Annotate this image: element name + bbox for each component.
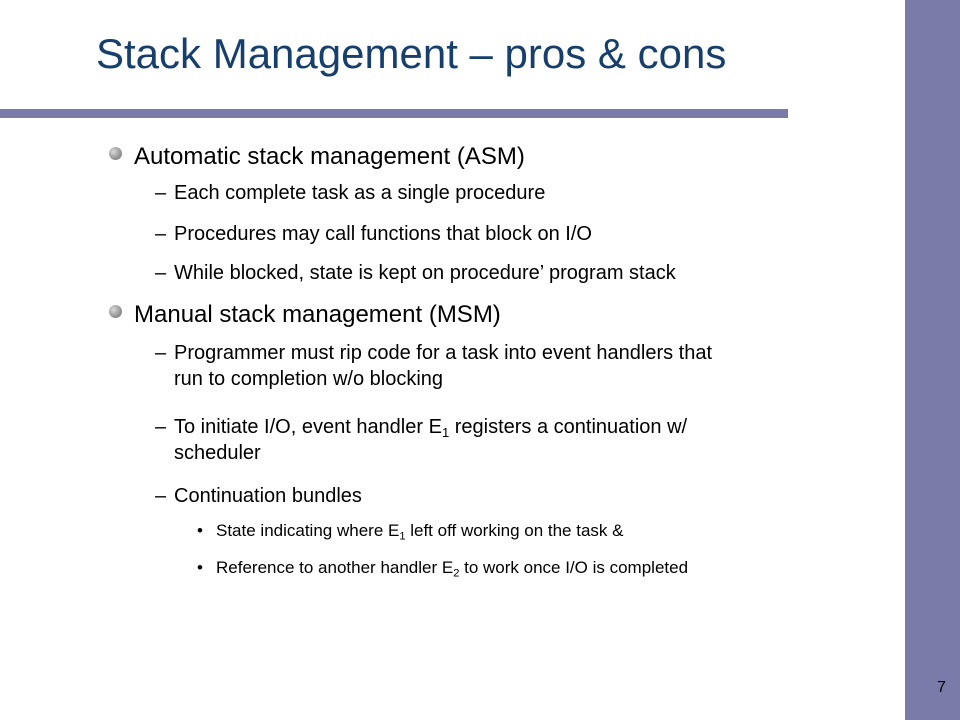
subscript: 2 bbox=[453, 567, 460, 580]
dash-marker: – bbox=[155, 223, 167, 245]
subscript: 1 bbox=[441, 424, 450, 440]
slide-title: Stack Management – pros & cons bbox=[96, 30, 727, 77]
asm-subitem-2: Procedures may call functions that block… bbox=[174, 223, 592, 245]
dash-marker: – bbox=[155, 182, 167, 204]
dash-marker: – bbox=[155, 342, 167, 364]
bullet-icon bbox=[109, 305, 122, 318]
msm-subitem-1-line1: Programmer must rip code for a task into… bbox=[174, 342, 713, 364]
msm-subitem-2-line1: To initiate I/O, event handler E1 regist… bbox=[174, 414, 687, 440]
dot-marker: • bbox=[197, 558, 203, 577]
msm-subitem-1-line2: run to completion w/o blocking bbox=[174, 368, 444, 390]
right-accent-bar bbox=[905, 0, 960, 720]
msm-subitem-2: To initiate I/O, event handler E1 regist… bbox=[174, 414, 687, 466]
page-number: 7 bbox=[937, 679, 946, 696]
bullet-icon bbox=[109, 147, 122, 160]
asm-subitem-1: Each complete task as a single procedure bbox=[174, 182, 546, 204]
asm-subitem-3: While blocked, state is kept on procedur… bbox=[174, 262, 676, 284]
text-part: State indicating where E bbox=[216, 521, 400, 540]
text-part: To initiate I/O, event handler E bbox=[174, 416, 442, 438]
text-part: registers a continuation w/ bbox=[449, 416, 688, 438]
subscript: 1 bbox=[399, 530, 406, 543]
continuation-item-2: Reference to another handler E2 to work … bbox=[216, 556, 688, 580]
msm-subitem-1: Programmer must rip code for a task into… bbox=[174, 340, 712, 392]
msm-subitem-3: Continuation bundles bbox=[174, 485, 362, 507]
msm-subitem-2-line2: scheduler bbox=[174, 442, 261, 464]
dash-marker: – bbox=[155, 485, 167, 507]
title-underline-bar bbox=[0, 109, 788, 118]
bullet-asm: Automatic stack management (ASM) bbox=[134, 143, 525, 170]
continuation-item-1: State indicating where E1 left off worki… bbox=[216, 519, 623, 543]
text-part: to work once I/O is completed bbox=[459, 558, 689, 577]
text-part: left off working on the task & bbox=[405, 521, 624, 540]
dash-marker: – bbox=[155, 262, 167, 284]
text-part: Reference to another handler E bbox=[216, 558, 454, 577]
dot-marker: • bbox=[197, 521, 203, 540]
dash-marker: – bbox=[155, 416, 167, 438]
bullet-msm: Manual stack management (MSM) bbox=[134, 301, 501, 328]
